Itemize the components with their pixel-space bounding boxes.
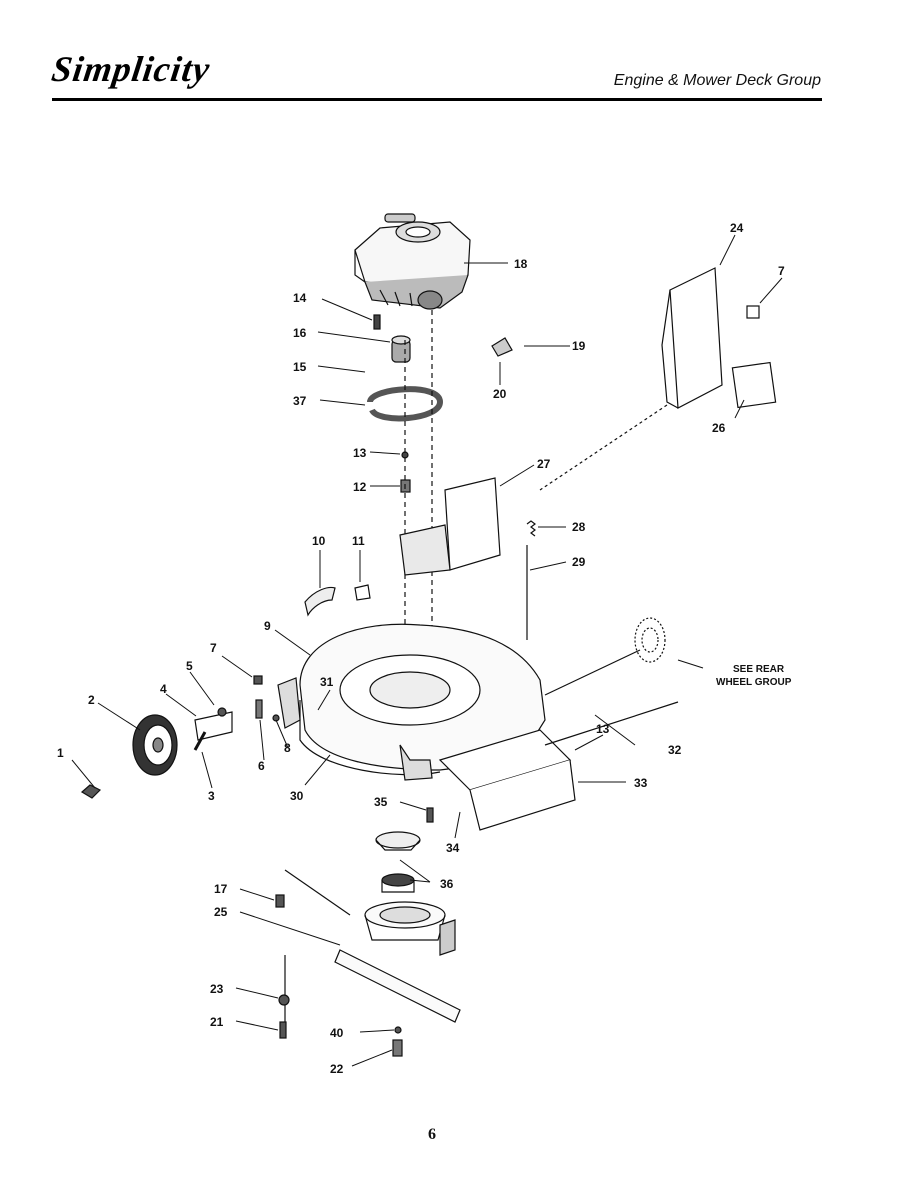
callout-23: 23 [210, 982, 224, 996]
callout-20: 20 [493, 387, 507, 401]
callout-3: 3 [208, 789, 215, 803]
handle-grip-part [304, 586, 336, 617]
callout-36: 36 [440, 877, 454, 891]
engine-part [354, 213, 471, 310]
callout-13-lower: 13 [596, 722, 610, 736]
blade-housing-part [364, 901, 456, 956]
mower-deck-part [299, 623, 546, 781]
callout-31: 31 [320, 675, 334, 689]
callout-13: 13 [353, 446, 367, 460]
callout-21: 21 [210, 1015, 224, 1029]
callout-6: 6 [258, 759, 265, 773]
spring-part [526, 520, 536, 537]
section-title: Engine & Mower Deck Group [613, 72, 821, 89]
callout-14: 14 [293, 291, 307, 305]
ring-part [367, 386, 444, 422]
callout-33: 33 [634, 776, 648, 790]
callout-29: 29 [572, 555, 586, 569]
page-number: 6 [428, 1126, 436, 1143]
callout-26: 26 [712, 421, 726, 435]
callout-30: 30 [290, 789, 304, 803]
bracket-part [491, 337, 513, 357]
header-rule [52, 98, 822, 101]
small-decal-part [746, 305, 760, 319]
callout-2: 2 [88, 693, 95, 707]
callout-16: 16 [293, 326, 307, 340]
callout-18: 18 [514, 257, 528, 271]
callout-7: 7 [778, 264, 785, 278]
callout-28: 28 [572, 520, 586, 534]
callout-10: 10 [312, 534, 326, 548]
page-header: Simplicity Engine & Mower Deck Group [0, 0, 918, 110]
blade-adapter-part [375, 831, 421, 893]
callout-5: 5 [186, 659, 193, 673]
callout-11: 11 [352, 534, 365, 548]
exploded-parts-diagram: 18 14 16 15 37 13 12 19 20 24 7 26 27 28… [0, 110, 918, 1120]
callout-34: 34 [446, 841, 460, 855]
callout-22: 22 [330, 1062, 344, 1076]
wheel-bracket-part [194, 711, 233, 741]
brand-logo: Simplicity [49, 49, 213, 89]
key-part [373, 314, 381, 330]
callout-32: 32 [668, 743, 682, 757]
rear-guard-part [661, 267, 723, 409]
front-wheel-part [132, 714, 178, 776]
callout-40: 40 [330, 1026, 344, 1040]
decal-part [731, 361, 777, 409]
pulley-part [391, 335, 411, 363]
see-rear-label-line2: WHEEL GROUP [716, 677, 792, 688]
rear-flap-part [438, 729, 576, 831]
callout-24: 24 [730, 221, 744, 235]
wheel-bolt-part [80, 784, 102, 799]
label-part [354, 584, 371, 601]
callout-8: 8 [284, 741, 291, 755]
callout-27: 27 [537, 457, 551, 471]
callout-1: 1 [57, 746, 64, 760]
height-adjust-bracket-part [277, 677, 301, 729]
discharge-chute-part [399, 477, 501, 576]
callout-labels: 18 14 16 15 37 13 12 19 20 24 7 26 27 28… [57, 221, 792, 1076]
rear-wheel-reference [634, 617, 666, 663]
callout-35: 35 [374, 795, 388, 809]
callout-4: 4 [160, 682, 167, 696]
callout-15: 15 [293, 360, 307, 374]
blade-part [334, 949, 461, 1023]
callout-12: 12 [353, 480, 367, 494]
callout-19: 19 [572, 339, 586, 353]
adapter-bolt-part [426, 807, 434, 823]
callout-17: 17 [214, 882, 228, 896]
callout-7-lower: 7 [210, 641, 217, 655]
callout-9: 9 [264, 619, 271, 633]
see-rear-label-line1: SEE REAR [733, 664, 785, 675]
callout-37: 37 [293, 394, 307, 408]
rear-axle-rod-part [544, 701, 679, 746]
callout-25: 25 [214, 905, 228, 919]
